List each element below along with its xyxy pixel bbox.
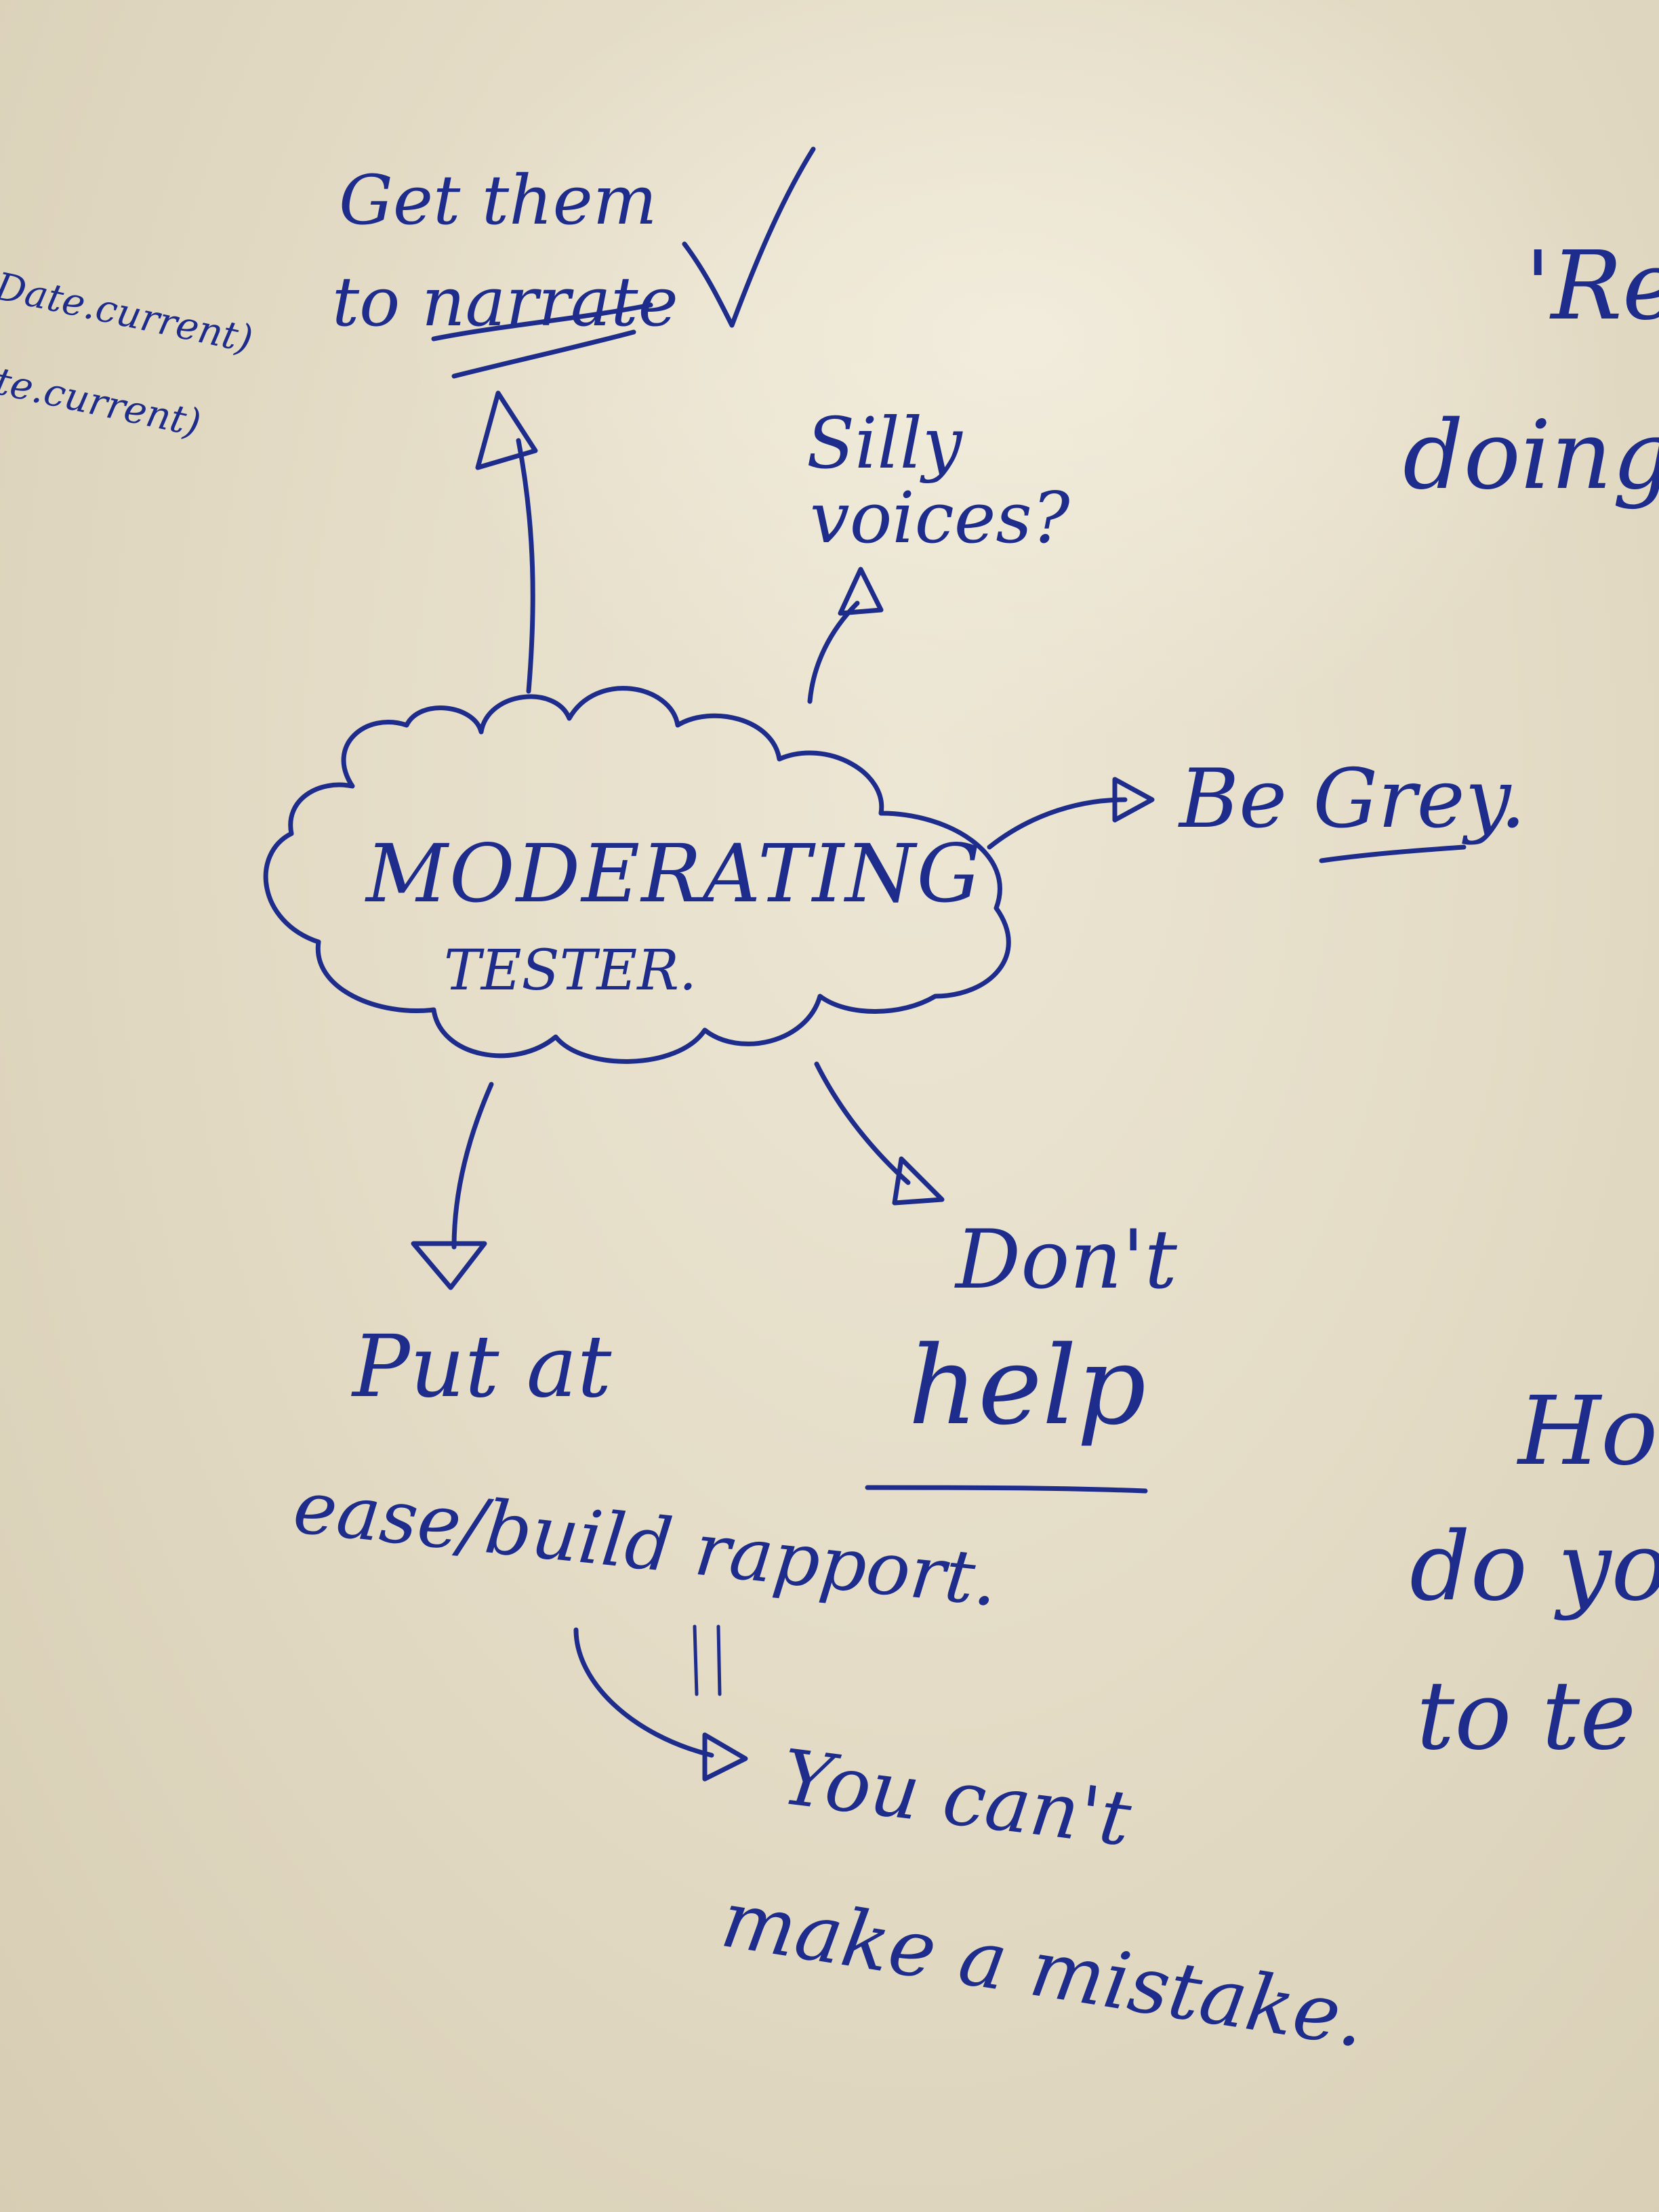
cloud-outline [263,686,1011,1064]
ease-line1: Put at [351,1317,612,1416]
dont-help-line2: help [908,1322,1146,1449]
silly-line2: voices? [810,476,1071,559]
mistake-line2: make a mistake. [716,1873,1372,2065]
checkmark-icon [682,146,816,328]
arrow-head-grey [1112,777,1155,823]
silly-line1: Silly [806,402,963,485]
left-note-1: Date.current) [0,264,256,362]
arrow-line-ease [451,1082,494,1250]
arrow-line-grey [987,797,1128,850]
branch-narrate: Get them to narrate [332,146,816,694]
narrate-line2: to narrate [332,262,678,342]
arrow-line-help [814,1061,911,1185]
be-grey-label: Be Grey. [1178,752,1526,846]
right-note-bottom-1: How [1516,1376,1659,1487]
branch-dont-help: Don't help [814,1061,1178,1494]
arrow-head-help [892,1156,945,1206]
narrate-line1: Get them [339,161,657,240]
branch-silly-voices: Silly voices? [806,402,1071,704]
arrow-head-ease [411,1241,487,1290]
arrow-head-silly [838,567,884,616]
be-grey-underline [1319,844,1467,863]
board-glare [407,0,1626,745]
narrate-underline-2 [451,329,636,379]
arrow-head-mistake [702,1732,748,1782]
center-title: MODERATING [365,827,982,920]
left-note-2: te.current) [0,359,205,446]
right-note-top-2: doing [1403,401,1659,511]
arrow-line-mistake [573,1627,714,1758]
center-cloud: MODERATING TESTER. [263,686,1011,1064]
rapport-tick-2 [716,1624,722,1696]
center-subtitle: TESTER. [444,939,697,1003]
right-edge-notes: 'Re doing How do yo to te [1403,231,1659,1771]
left-edge-notes: Date.current) te.current) [0,264,256,446]
narrate-underline-1 [431,302,653,342]
mistake-line1: You can't [777,1734,1136,1864]
dont-help-line1: Don't [954,1213,1178,1307]
branch-be-grey: Be Grey. [987,752,1526,863]
rapport-tick-1 [693,1624,699,1696]
dont-help-underline [865,1485,1148,1494]
right-note-bottom-3: to te [1416,1661,1636,1771]
branch-put-at-ease: Put at ease/build rapport. [289,1082,1002,1696]
arrow-head-narrate [475,390,538,470]
arrow-line-narrate [516,438,535,694]
right-note-bottom-2: do yo [1410,1512,1659,1622]
right-note-top-1: 'Re [1525,231,1659,342]
